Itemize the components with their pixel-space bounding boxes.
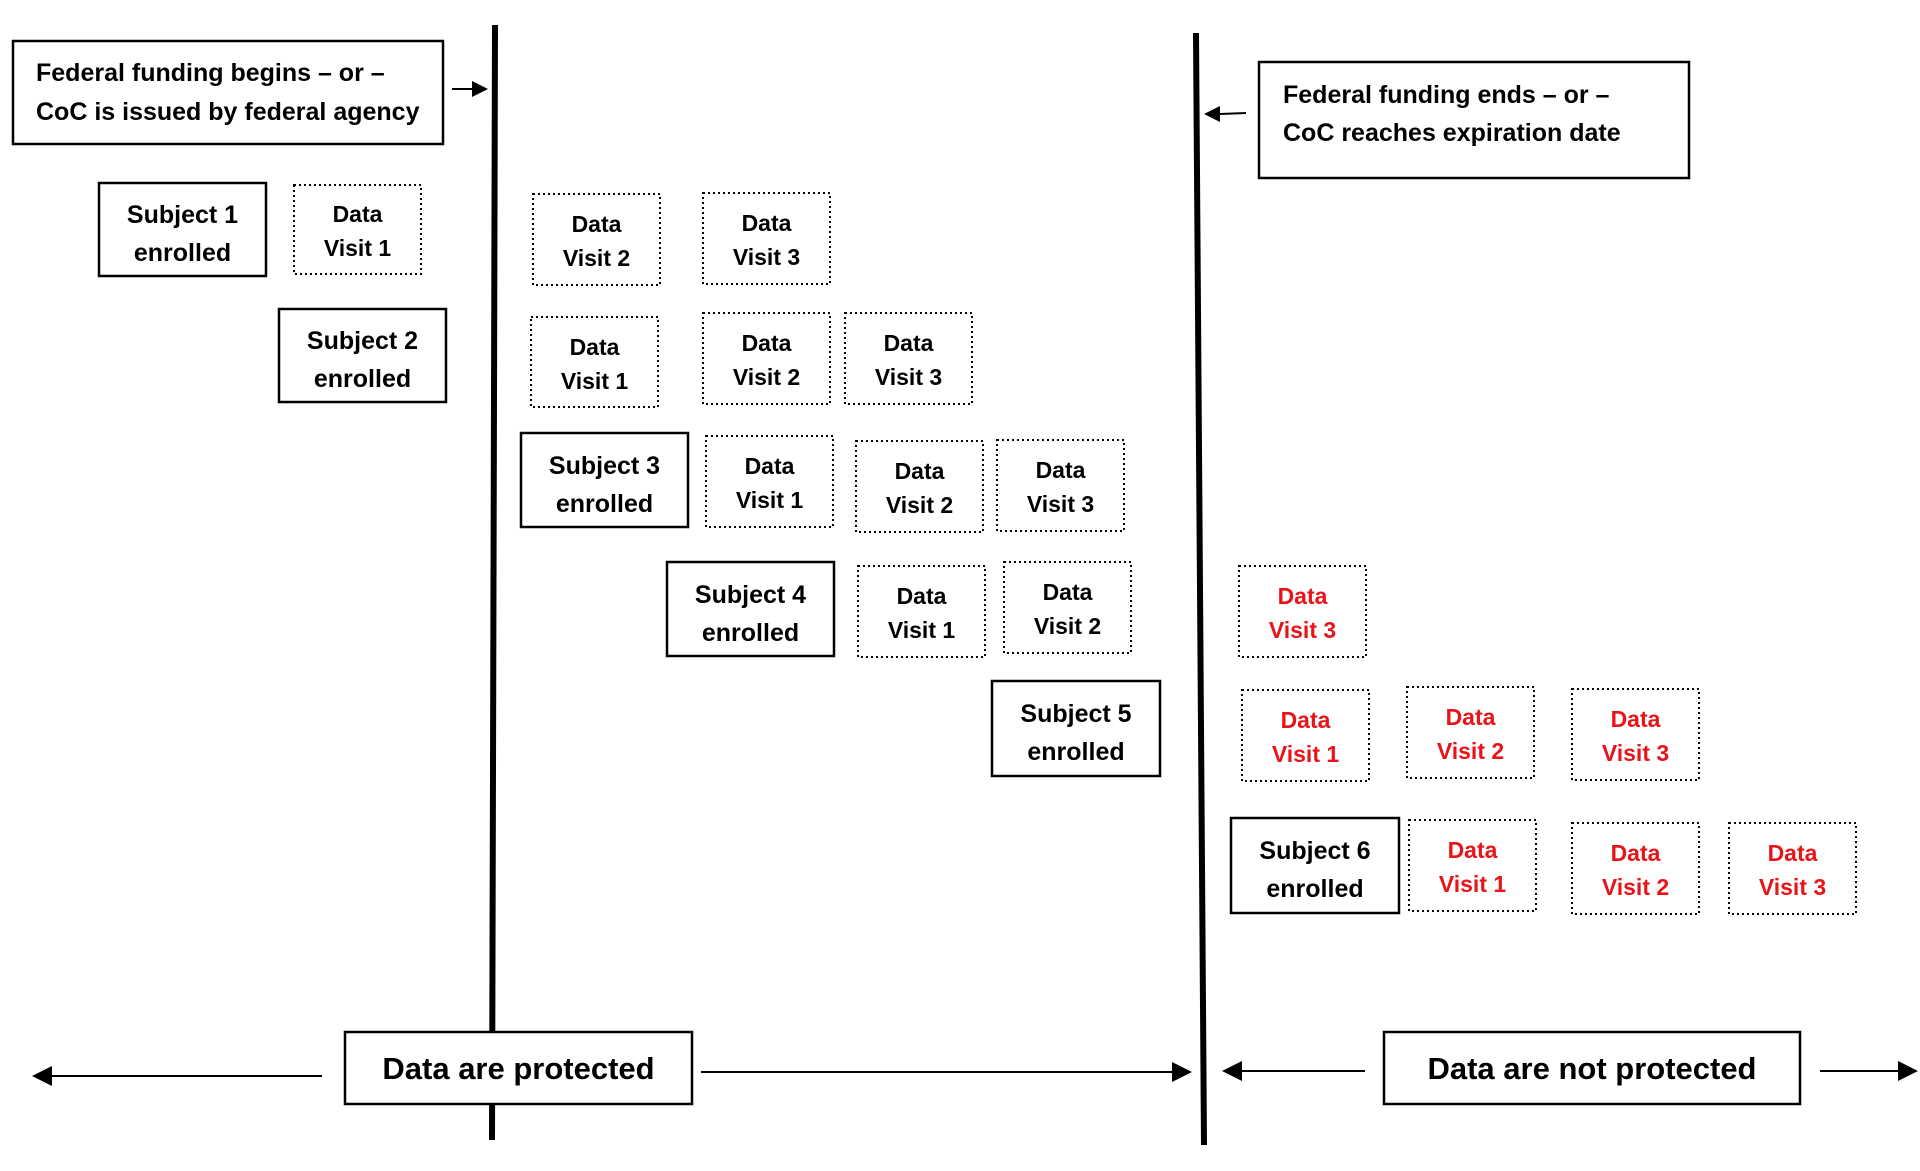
funding-end-arrow <box>1204 106 1247 122</box>
subject-5-visit-1-box: Data Visit 1 <box>1241 689 1370 782</box>
subject-6-visit-2-box: Data Visit 2 <box>1571 822 1700 915</box>
visit-label: Data <box>333 201 383 227</box>
protected-right-arrow <box>701 1062 1192 1082</box>
visit-number: Visit 3 <box>1027 491 1094 517</box>
visit-number: Visit 3 <box>875 364 942 390</box>
visit-number: Visit 1 <box>1439 871 1507 897</box>
visit-label: Data <box>897 583 947 609</box>
visit-label: Data <box>1611 706 1661 732</box>
subject-5-label: Subject 5 <box>1020 700 1131 728</box>
subject-5-visit-3-box: Data Visit 3 <box>1571 688 1700 781</box>
subject-3-box: Subject 3 enrolled <box>519 431 690 529</box>
subject-6-status: enrolled <box>1266 875 1363 903</box>
subject-5-status: enrolled <box>1027 738 1124 766</box>
subject-5-box: Subject 5 enrolled <box>990 679 1162 778</box>
subject-3-visit-1-box: Data Visit 1 <box>705 435 834 528</box>
subject-4-status: enrolled <box>702 619 799 647</box>
visit-label: Data <box>1446 704 1496 730</box>
subject-1-visit-2-box: Data Visit 2 <box>532 193 661 286</box>
subject-3-status: enrolled <box>556 490 653 518</box>
visit-number: Visit 3 <box>1602 740 1669 766</box>
subject-3-label: Subject 3 <box>549 452 660 480</box>
subject-6-visit-1-box: Data Visit 1 <box>1408 819 1537 912</box>
not-protected-left-arrow <box>1222 1061 1365 1081</box>
visit-label: Data <box>742 210 792 236</box>
funding-end-box <box>1257 60 1691 180</box>
funding-start-line2: CoC is issued by federal agency <box>36 98 420 126</box>
subject-6-visit-3-box: Data Visit 3 <box>1728 822 1857 915</box>
subject-1-visit-1-box: Data Visit 1 <box>293 184 422 275</box>
start-boundary-line <box>489 24 498 1141</box>
protected-zone-box <box>343 1030 694 1106</box>
visit-number: Visit 1 <box>1272 741 1340 767</box>
subject-6-label: Subject 6 <box>1259 837 1370 865</box>
subject-4-visit-3-box: Data Visit 3 <box>1238 565 1367 658</box>
subject-2-visit-1-box: Data Visit 1 <box>530 316 659 408</box>
subject-2-visit-3-box: Data Visit 3 <box>844 312 973 405</box>
visit-number: Visit 2 <box>1602 874 1669 900</box>
protected-zone-label: Data are protected <box>382 1051 654 1086</box>
subject-1-status: enrolled <box>134 239 231 267</box>
subject-4-label: Subject 4 <box>695 581 806 609</box>
visit-number: Visit 1 <box>888 617 956 643</box>
visit-number: Visit 2 <box>563 245 630 271</box>
visit-number: Visit 3 <box>1759 874 1826 900</box>
subject-2-visit-2-box: Data Visit 2 <box>702 312 831 405</box>
visit-number: Visit 1 <box>736 487 804 513</box>
subject-2-status: enrolled <box>314 365 411 393</box>
end-boundary-line <box>1193 32 1207 1146</box>
visit-label: Data <box>1448 837 1498 863</box>
visit-number: Visit 2 <box>733 364 800 390</box>
visit-number: Visit 2 <box>886 492 953 518</box>
subject-2-label: Subject 2 <box>307 327 418 355</box>
not-protected-zone-label: Data are not protected <box>1427 1051 1756 1086</box>
visit-label: Data <box>1281 707 1331 733</box>
funding-start-arrow <box>452 81 488 97</box>
subject-4-box: Subject 4 enrolled <box>665 560 836 658</box>
subject-4-visit-1-box: Data Visit 1 <box>857 565 986 658</box>
subject-6-box: Subject 6 enrolled <box>1229 816 1401 915</box>
not-protected-right-arrow <box>1820 1061 1918 1081</box>
visit-label: Data <box>1278 583 1328 609</box>
subject-1-label: Subject 1 <box>127 201 238 229</box>
visit-label: Data <box>884 330 934 356</box>
funding-end-line2: CoC reaches expiration date <box>1283 119 1621 147</box>
visit-label: Data <box>745 453 795 479</box>
visit-number: Visit 2 <box>1437 738 1504 764</box>
visit-number: Visit 1 <box>324 235 392 261</box>
funding-start-box <box>11 39 445 146</box>
funding-start-line1: Federal funding begins – or – <box>36 59 385 87</box>
visit-label: Data <box>1611 840 1661 866</box>
visit-number: Visit 2 <box>1034 613 1101 639</box>
subject-1-box: Subject 1 enrolled <box>97 181 268 278</box>
subject-1-visit-3-box: Data Visit 3 <box>702 192 831 285</box>
visit-number: Visit 3 <box>1269 617 1336 643</box>
visit-label: Data <box>895 458 945 484</box>
protected-left-arrow <box>32 1066 322 1086</box>
visit-label: Data <box>1768 840 1818 866</box>
visit-label: Data <box>1043 579 1093 605</box>
visit-label: Data <box>742 330 792 356</box>
subject-5-visit-2-box: Data Visit 2 <box>1406 686 1535 779</box>
visit-label: Data <box>1036 457 1086 483</box>
subject-2-box: Subject 2 enrolled <box>277 307 448 404</box>
subject-3-visit-3-box: Data Visit 3 <box>996 439 1125 532</box>
funding-end-line1: Federal funding ends – or – <box>1283 81 1610 109</box>
visit-label: Data <box>570 334 620 360</box>
subject-4-visit-2-box: Data Visit 2 <box>1003 561 1132 654</box>
subject-3-visit-2-box: Data Visit 2 <box>855 440 984 533</box>
visit-label: Data <box>572 211 622 237</box>
visit-number: Visit 1 <box>561 368 629 394</box>
visit-number: Visit 3 <box>733 244 800 270</box>
not-protected-zone-box <box>1382 1030 1802 1106</box>
